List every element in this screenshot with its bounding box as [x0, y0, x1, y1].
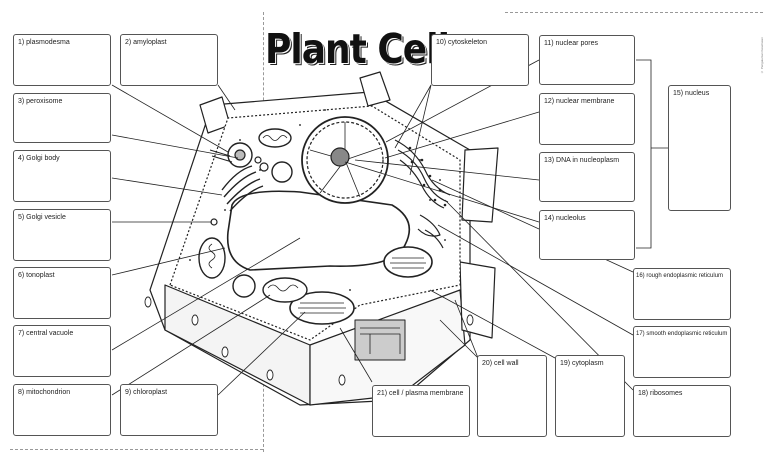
label-text: 9) chloroplast [125, 389, 168, 396]
golgi-vesicle-shape-2 [254, 156, 262, 164]
label-box-nucleus[interactable]: 15) nucleus [668, 85, 731, 211]
label-box-nuclear-pores[interactable]: 11) nuclear pores [539, 35, 635, 85]
label-text: 6) tonoplast [18, 272, 55, 279]
label-box-tonoplast[interactable]: 6) tonoplast [13, 267, 111, 319]
label-box-plasmodesma[interactable]: 1) plasmodesma [13, 34, 111, 86]
nucleolus-shape [330, 147, 350, 167]
label-text: 12) nuclear membrane [544, 98, 615, 105]
membrane-cutaway [354, 319, 406, 361]
cell-wall-notch-right [461, 147, 499, 223]
label-box-mitochondrion[interactable]: 8) mitochondrion [13, 384, 111, 436]
cell-wall-notch-top [359, 71, 391, 107]
label-text: 17) smooth endoplasmic reticulum [636, 331, 728, 337]
peroxisome-core [234, 149, 246, 161]
mitochondrion-3-cristae [208, 243, 216, 269]
label-box-cytoplasm[interactable]: 19) cytoplasm [555, 355, 625, 437]
label-text: 10) cytoskeleton [436, 39, 487, 46]
label-box-cell-wall[interactable]: 20) cell wall [477, 355, 547, 437]
label-text: 7) central vacuole [18, 330, 74, 337]
label-text: 5) Golgi vesicle [18, 214, 66, 221]
chloroplast-thylakoids [298, 302, 346, 314]
chloroplast-shape-2 [383, 246, 433, 278]
mitochondrion-shape-3 [198, 237, 226, 279]
label-text: 20) cell wall [482, 360, 519, 367]
label-text: 11) nuclear pores [544, 40, 598, 47]
mitochondrion-2-cristae [262, 135, 288, 141]
label-text: 4) Golgi body [18, 155, 60, 162]
label-text: 14) nucleolus [544, 215, 586, 222]
membrane-cutaway-detail [360, 327, 401, 354]
fold-line-bottom [10, 449, 263, 450]
smooth-er-shape [417, 214, 444, 249]
vesicle-small [259, 162, 269, 172]
vesicle-shape [232, 274, 256, 298]
page-title: Plant Cell [265, 26, 450, 74]
label-box-nuclear-membrane[interactable]: 12) nuclear membrane [539, 93, 635, 145]
label-box-ribosomes[interactable]: 18) ribosomes [633, 385, 731, 437]
label-text: 18) ribosomes [638, 390, 683, 397]
mitochondrion-cristae [267, 284, 299, 292]
plasmodesma-channel [209, 149, 233, 163]
label-text: 8) mitochondrion [18, 389, 71, 396]
golgi-cisternae [221, 165, 264, 212]
label-box-peroxisome[interactable]: 3) peroxisome [13, 93, 111, 143]
label-text: 16) rough endoplasmic reticulum [636, 273, 724, 279]
label-box-rough-er[interactable]: 16) rough endoplasmic reticulum [633, 268, 731, 320]
label-text: 1) plasmodesma [18, 39, 70, 46]
ribosome-dots [408, 146, 447, 207]
label-box-smooth-er[interactable]: 17) smooth endoplasmic reticulum [633, 326, 731, 378]
label-text: 15) nucleus [673, 90, 710, 97]
label-box-dna-nucleoplasm[interactable]: 13) DNA in nucleoplasm [539, 152, 635, 202]
label-text: 13) DNA in nucleoplasm [544, 157, 620, 164]
label-box-cytoskeleton[interactable]: 10) cytoskeleton [431, 34, 529, 86]
label-box-chloroplast[interactable]: 9) chloroplast [120, 384, 218, 436]
mitochondrion-shape-2 [258, 128, 292, 148]
label-box-cell-membrane[interactable]: 21) cell / plasma membrane [372, 385, 470, 437]
nucleus-bracket [636, 59, 668, 249]
fold-line-top-right [505, 12, 763, 13]
label-box-golgi-body[interactable]: 4) Golgi body [13, 150, 111, 202]
label-text: 21) cell / plasma membrane [377, 390, 464, 397]
central-vacuole-shape [226, 190, 411, 271]
label-text: 19) cytoplasm [560, 360, 604, 367]
cytoplasm-dots [189, 109, 446, 291]
chloroplast-2-thylakoids [390, 257, 426, 269]
cell-wall-pits [144, 296, 474, 386]
copyright-notice: © Pengalaman Kesehatan [760, 37, 764, 74]
label-box-golgi-vesicle[interactable]: 5) Golgi vesicle [13, 209, 111, 261]
mitochondrion-shape [262, 277, 308, 303]
label-box-nucleolus[interactable]: 14) nucleolus [539, 210, 635, 260]
label-box-central-vacuole[interactable]: 7) central vacuole [13, 325, 111, 377]
label-text: 2) amyloplast [125, 39, 167, 46]
label-box-amyloplast[interactable]: 2) amyloplast [120, 34, 218, 86]
nucleus-inner-membrane [306, 121, 384, 199]
label-text: 3) peroxisome [18, 98, 63, 105]
amyloplast-shape [271, 161, 293, 183]
